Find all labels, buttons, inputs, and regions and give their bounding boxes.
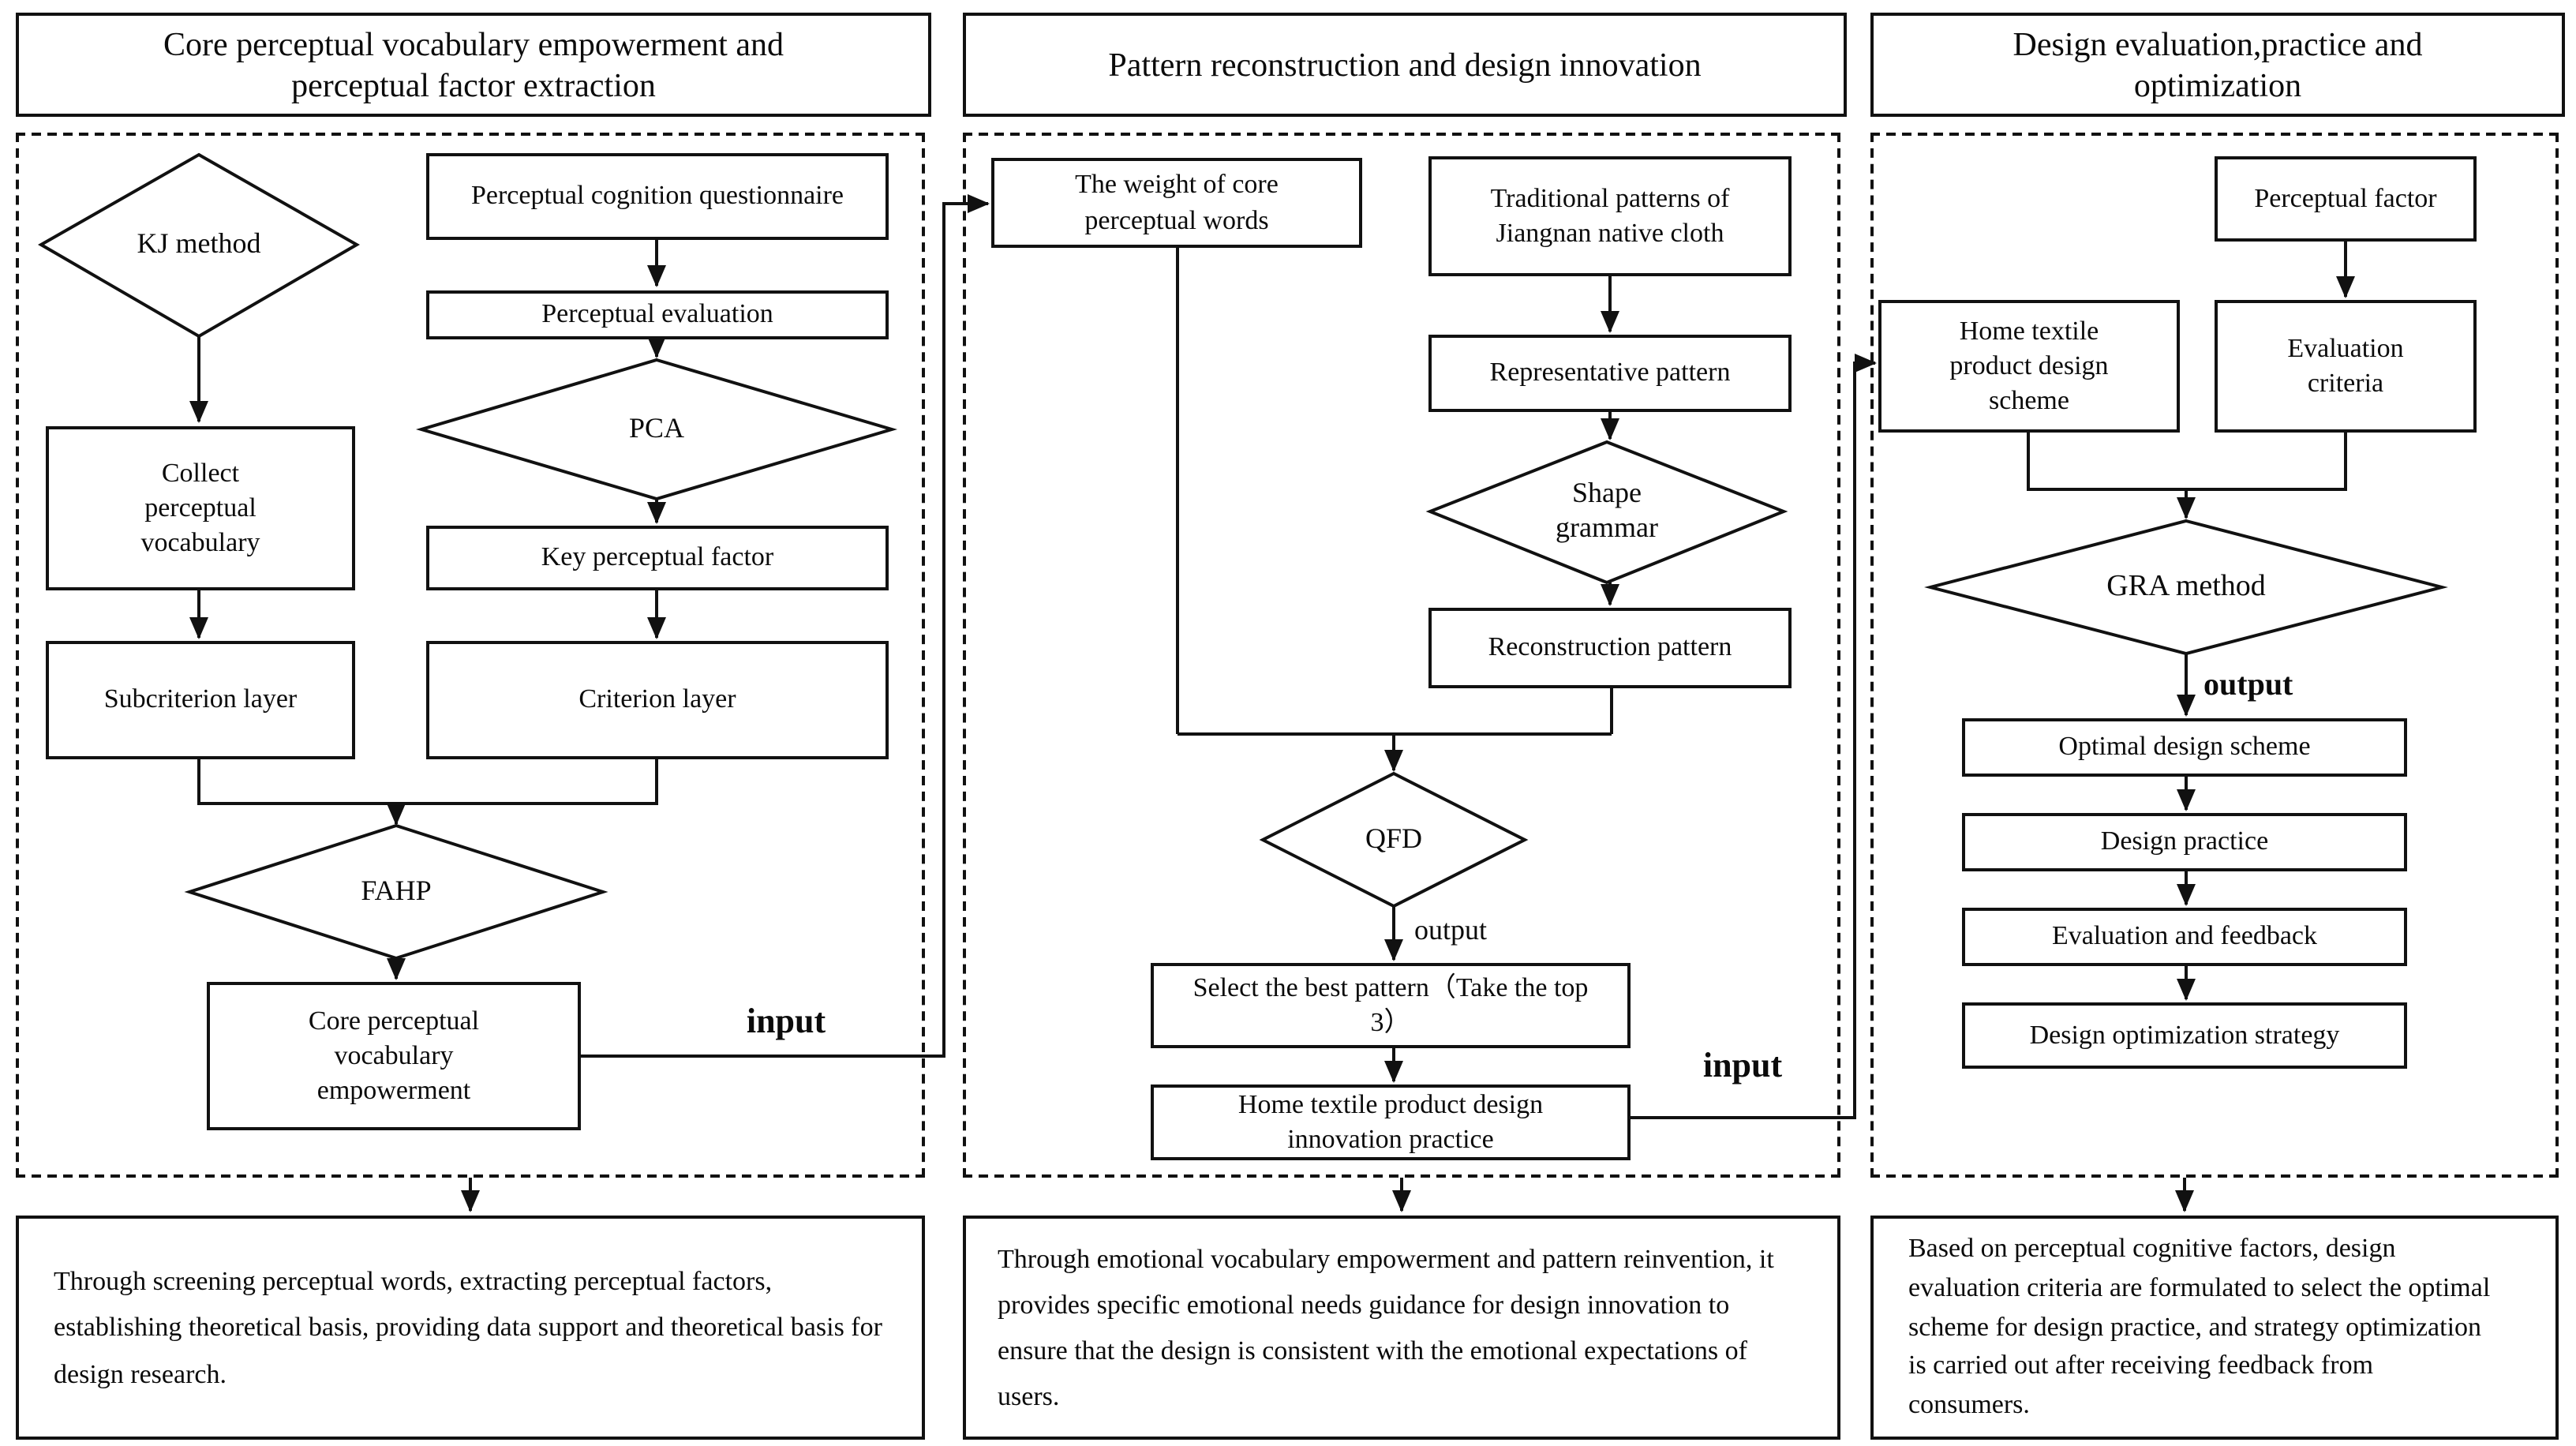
- node-design-optimization-strategy: Design optimization strategy: [1962, 1002, 2407, 1069]
- node-subcriterion-layer: Subcriterion layer: [46, 641, 355, 759]
- right-panel-title: Design evaluation,practice and optimizat…: [1870, 13, 2565, 117]
- shape-grammar-diamond: [1425, 440, 1788, 585]
- node-reconstruction-pattern: Reconstruction pattern: [1428, 608, 1792, 688]
- left-panel-title: Core perceptual vocabulary empowerment a…: [16, 13, 931, 117]
- edge-input-to-weight: [581, 194, 990, 1058]
- node-perceptual-cognition-questionnaire: Perceptual cognition questionnaire: [426, 153, 889, 240]
- middle-summary-box: Through emotional vocabulary empowerment…: [963, 1216, 1840, 1440]
- node-criterion-layer: Criterion layer: [426, 641, 889, 759]
- qfd-label: QFD: [1365, 822, 1422, 855]
- node-optimal-design-scheme: Optimal design scheme: [1962, 718, 2407, 777]
- node-key-perceptual-factor: Key perceptual factor: [426, 526, 889, 590]
- node-home-textile-design-scheme: Home textile product design scheme: [1878, 300, 2180, 433]
- right-summary-box: Based on perceptual cognitive factors, d…: [1870, 1216, 2559, 1440]
- node-representative-pattern: Representative pattern: [1428, 335, 1792, 412]
- input-label-middle: input: [1702, 1045, 1783, 1084]
- edge-merge-layers: [197, 759, 658, 805]
- right-panel-title-text: Design evaluation,practice and optimizat…: [2012, 24, 2423, 105]
- node-home-textile-innovation-practice: Home textile product design innovation p…: [1151, 1084, 1631, 1160]
- left-panel-title-text: Core perceptual vocabulary empowerment a…: [163, 24, 784, 105]
- node-select-best-pattern: Select the best pattern（Take the top 3）: [1151, 963, 1631, 1048]
- left-panel-dashed-box: [16, 133, 925, 1178]
- edge-right-merge: [2027, 433, 2347, 491]
- gra-method-label: GRA method: [2106, 569, 2266, 603]
- output-label-qfd: output: [1414, 913, 1488, 945]
- gra-method-diamond: [1924, 519, 2448, 656]
- middle-panel-title: Pattern reconstruction and design innova…: [963, 13, 1847, 117]
- kj-method-label: KJ method: [137, 227, 261, 260]
- shape-grammar-label: Shape grammar: [1556, 477, 1658, 543]
- node-perceptual-evaluation: Perceptual evaluation: [426, 290, 889, 339]
- node-weight-of-core-perceptual-words: The weight of core perceptual words: [991, 158, 1362, 248]
- output-label-gra: output: [2203, 667, 2293, 702]
- middle-panel-title-text: Pattern reconstruction and design innova…: [1108, 45, 1702, 84]
- node-core-perceptual-vocabulary-empowerment: Core perceptual vocabulary empowerment: [207, 982, 581, 1130]
- node-collect-perceptual-vocabulary: Collect perceptual vocabulary: [46, 426, 355, 590]
- node-traditional-patterns-jiangnan: Traditional patterns of Jiangnan native …: [1428, 156, 1792, 276]
- pca-label: PCA: [628, 412, 684, 444]
- input-label-left: input: [746, 1001, 826, 1040]
- middle-panel-dashed-box: [963, 133, 1840, 1178]
- fahp-label: FAHP: [361, 875, 432, 907]
- node-evaluation-and-feedback: Evaluation and feedback: [1962, 908, 2407, 966]
- pca-diamond: [415, 358, 898, 501]
- edge-input-to-scheme: [1631, 354, 1877, 1119]
- left-summary-box: Through screening perceptual words, extr…: [16, 1216, 925, 1440]
- diamonds: [37, 152, 2448, 961]
- connectors: [189, 194, 2355, 1212]
- node-evaluation-criteria: Evaluation criteria: [2215, 300, 2477, 433]
- right-panel-dashed-box: [1870, 133, 2559, 1178]
- node-perceptual-factor: Perceptual factor: [2215, 156, 2477, 242]
- qfd-diamond: [1259, 771, 1529, 908]
- node-design-practice: Design practice: [1962, 813, 2407, 871]
- fahp-diamond: [184, 823, 608, 961]
- kj-method-diamond: [37, 152, 361, 339]
